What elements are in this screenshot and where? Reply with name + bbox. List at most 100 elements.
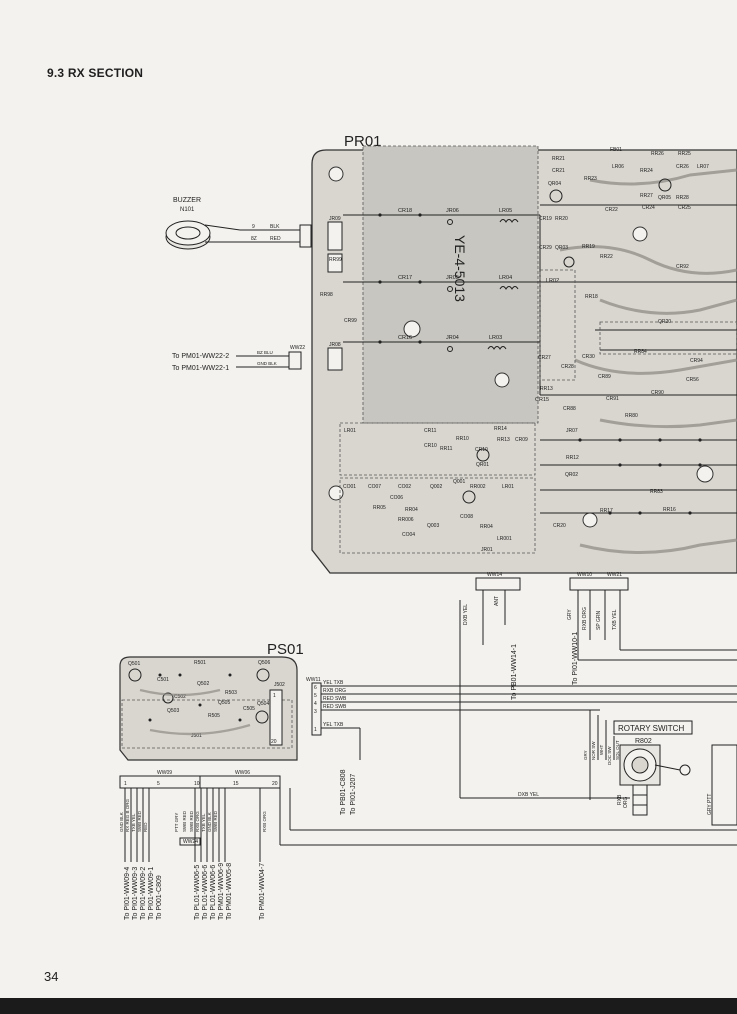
svg-text:RR83: RR83	[650, 489, 663, 495]
svg-text:QR05: QR05	[658, 195, 671, 201]
svg-text:RR13: RR13	[497, 437, 510, 443]
svg-text:QR01: QR01	[476, 462, 489, 468]
section-title: 9.3 RX SECTION	[47, 66, 144, 80]
svg-text:C501: C501	[157, 677, 169, 683]
svg-text:Q504: Q504	[257, 701, 269, 707]
svg-text:CR10: CR10	[424, 443, 437, 449]
svg-text:RR21: RR21	[552, 156, 565, 162]
ww06-label-3: To PL01-WW06-6	[210, 865, 217, 920]
svg-text:YEL TXB: YEL TXB	[323, 680, 344, 686]
svg-text:SP GRN: SP GRN	[596, 611, 602, 630]
ww09-label-1: To PI01-WW09-4	[124, 867, 131, 920]
svg-text:DXB YEL: DXB YEL	[518, 792, 539, 798]
svg-text:RXB ORG: RXB ORG	[582, 607, 588, 630]
svg-text:RR28: RR28	[676, 195, 689, 201]
svg-text:WHT: WHT	[599, 745, 604, 755]
svg-text:4: 4	[314, 701, 317, 707]
svg-text:JR01: JR01	[481, 547, 493, 553]
svg-text:8Z: 8Z	[251, 236, 257, 242]
svg-text:R503: R503	[225, 690, 237, 696]
svg-text:CR18: CR18	[398, 208, 412, 214]
ww09-label-3: To PI01-WW09-2	[140, 867, 147, 920]
svg-text:RR002: RR002	[470, 484, 486, 490]
svg-text:ANT: ANT	[494, 596, 500, 606]
svg-text:QR03: QR03	[555, 245, 568, 251]
svg-text:CR24: CR24	[642, 205, 655, 211]
svg-text:CR94: CR94	[690, 358, 703, 364]
svg-text:RR18: RR18	[585, 294, 598, 300]
svg-text:CR88: CR88	[563, 406, 576, 412]
svg-text:WW21: WW21	[607, 572, 622, 578]
svg-text:RR25: RR25	[678, 151, 691, 157]
svg-text:CR56: CR56	[686, 377, 699, 383]
svg-text:3: 3	[314, 709, 317, 715]
svg-text:NOR SW: NOR SW	[591, 741, 596, 760]
svg-text:Q502: Q502	[197, 681, 209, 687]
svg-text:QR04: QR04	[548, 181, 561, 187]
svg-text:GND BLK: GND BLK	[257, 361, 277, 366]
svg-text:5: 5	[157, 781, 160, 787]
svg-text:5: 5	[314, 693, 317, 699]
svg-text:WW14: WW14	[487, 572, 502, 578]
svg-text:CO08: CO08	[460, 514, 473, 520]
dxb-yel-wire: DXB YEL	[459, 600, 630, 799]
ps01-label: PS01	[267, 641, 304, 658]
svg-text:WW10: WW10	[577, 572, 592, 578]
svg-text:J502: J502	[274, 682, 285, 688]
ww22-line2: To PM01-WW22-1	[172, 365, 229, 372]
svg-text:RR12: RR12	[566, 455, 579, 461]
svg-text:R505: R505	[208, 713, 220, 719]
buzzer: BUZZER N101 9 BLK 8Z RED	[165, 197, 312, 250]
page-number: 34	[44, 969, 59, 984]
svg-text:CR89: CR89	[598, 374, 611, 380]
svg-text:RR04: RR04	[405, 507, 418, 513]
svg-text:JR06: JR06	[446, 208, 459, 214]
svg-text:CR21: CR21	[552, 168, 565, 174]
svg-text:LR02: LR02	[546, 278, 559, 284]
ww06-label-4: To PM01-WW06-9	[218, 863, 225, 920]
svg-text:QR20: QR20	[658, 319, 671, 325]
svg-text:Q503: Q503	[167, 708, 179, 714]
svg-text:RXB ORG: RXB ORG	[195, 811, 200, 832]
svg-text:RED: RED	[143, 822, 148, 832]
svg-text:20: 20	[272, 781, 278, 787]
svg-text:RR24: RR24	[640, 168, 653, 174]
svg-text:CR27: CR27	[538, 355, 551, 361]
svg-text:Q002: Q002	[430, 484, 442, 490]
ww06-label-5: To PM01-WW05-8	[226, 863, 233, 920]
svg-text:RR98: RR98	[320, 292, 333, 298]
svg-text:SQL OUT: SQL OUT	[615, 740, 620, 760]
svg-text:RR27: RR27	[640, 193, 653, 199]
svg-text:LR04: LR04	[499, 275, 512, 281]
svg-text:RR99: RR99	[329, 257, 342, 263]
svg-text:C502: C502	[174, 694, 186, 700]
svg-text:RR006: RR006	[398, 517, 414, 523]
svg-text:Q001: Q001	[453, 479, 465, 485]
svg-text:RR17: RR17	[600, 508, 613, 514]
svg-text:Q003: Q003	[427, 523, 439, 529]
svg-text:CR91: CR91	[606, 396, 619, 402]
svg-text:RED: RED	[270, 236, 281, 242]
svg-text:WW11: WW11	[306, 677, 321, 683]
svg-text:CR09: CR09	[515, 437, 528, 443]
bottom-rule	[0, 998, 737, 1014]
svg-text:DOC SW: DOC SW	[607, 746, 612, 765]
svg-text:LR01: LR01	[502, 484, 514, 490]
svg-text:RR20: RR20	[555, 216, 568, 222]
svg-text:RR80: RR80	[625, 413, 638, 419]
svg-text:CR10: CR10	[475, 447, 488, 453]
svg-text:C505: C505	[243, 706, 255, 712]
svg-text:GRY: GRY	[567, 609, 573, 620]
svg-text:JR08: JR08	[329, 342, 341, 348]
svg-text:J501: J501	[191, 733, 202, 739]
svg-text:RXB ORG: RXB ORG	[262, 811, 267, 832]
svg-text:RR19: RR19	[582, 244, 595, 250]
svg-text:CR19: CR19	[539, 216, 552, 222]
ww22-connector: WW22 To PM01-WW22-2 BZ BLU To PM01-WW22-…	[172, 345, 305, 372]
svg-text:LR06: LR06	[612, 164, 624, 170]
svg-text:QR02: QR02	[565, 472, 578, 478]
svg-text:6: 6	[314, 685, 317, 691]
svg-text:PTT GRY: PTT GRY	[174, 813, 179, 832]
svg-text:RR13: RR13	[540, 386, 553, 392]
